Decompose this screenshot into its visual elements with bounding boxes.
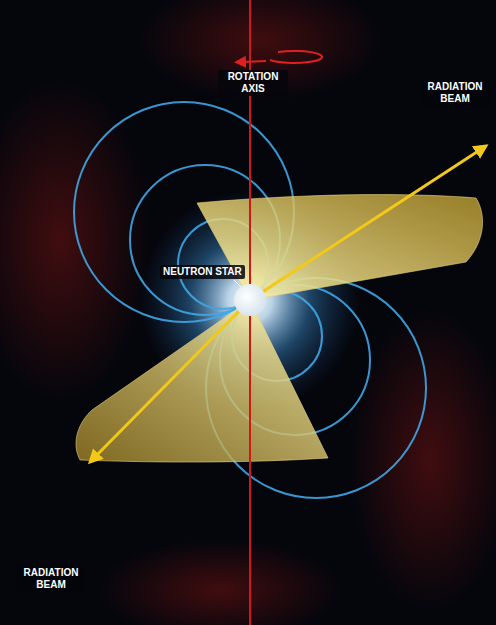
star-label: NEUTRON STAR <box>160 265 245 279</box>
nebula-glow <box>140 0 380 100</box>
rotation-arrow <box>240 61 266 62</box>
leader-line <box>234 280 241 287</box>
nebula-glow <box>0 80 150 400</box>
axis-label: ROTATION AXIS <box>218 70 288 96</box>
neutron-star <box>234 284 266 316</box>
radiation-cone <box>197 195 483 300</box>
nebula-glow <box>350 310 496 610</box>
rotation-loop <box>270 51 322 63</box>
radiation-cone <box>76 300 328 462</box>
beam-axis-arrow <box>250 146 486 300</box>
nebula-glow <box>100 540 340 625</box>
beam-label: RADIATION BEAM <box>420 80 490 106</box>
beam-label: RADIATION BEAM <box>16 566 86 592</box>
beam-axis-arrow <box>90 300 250 462</box>
